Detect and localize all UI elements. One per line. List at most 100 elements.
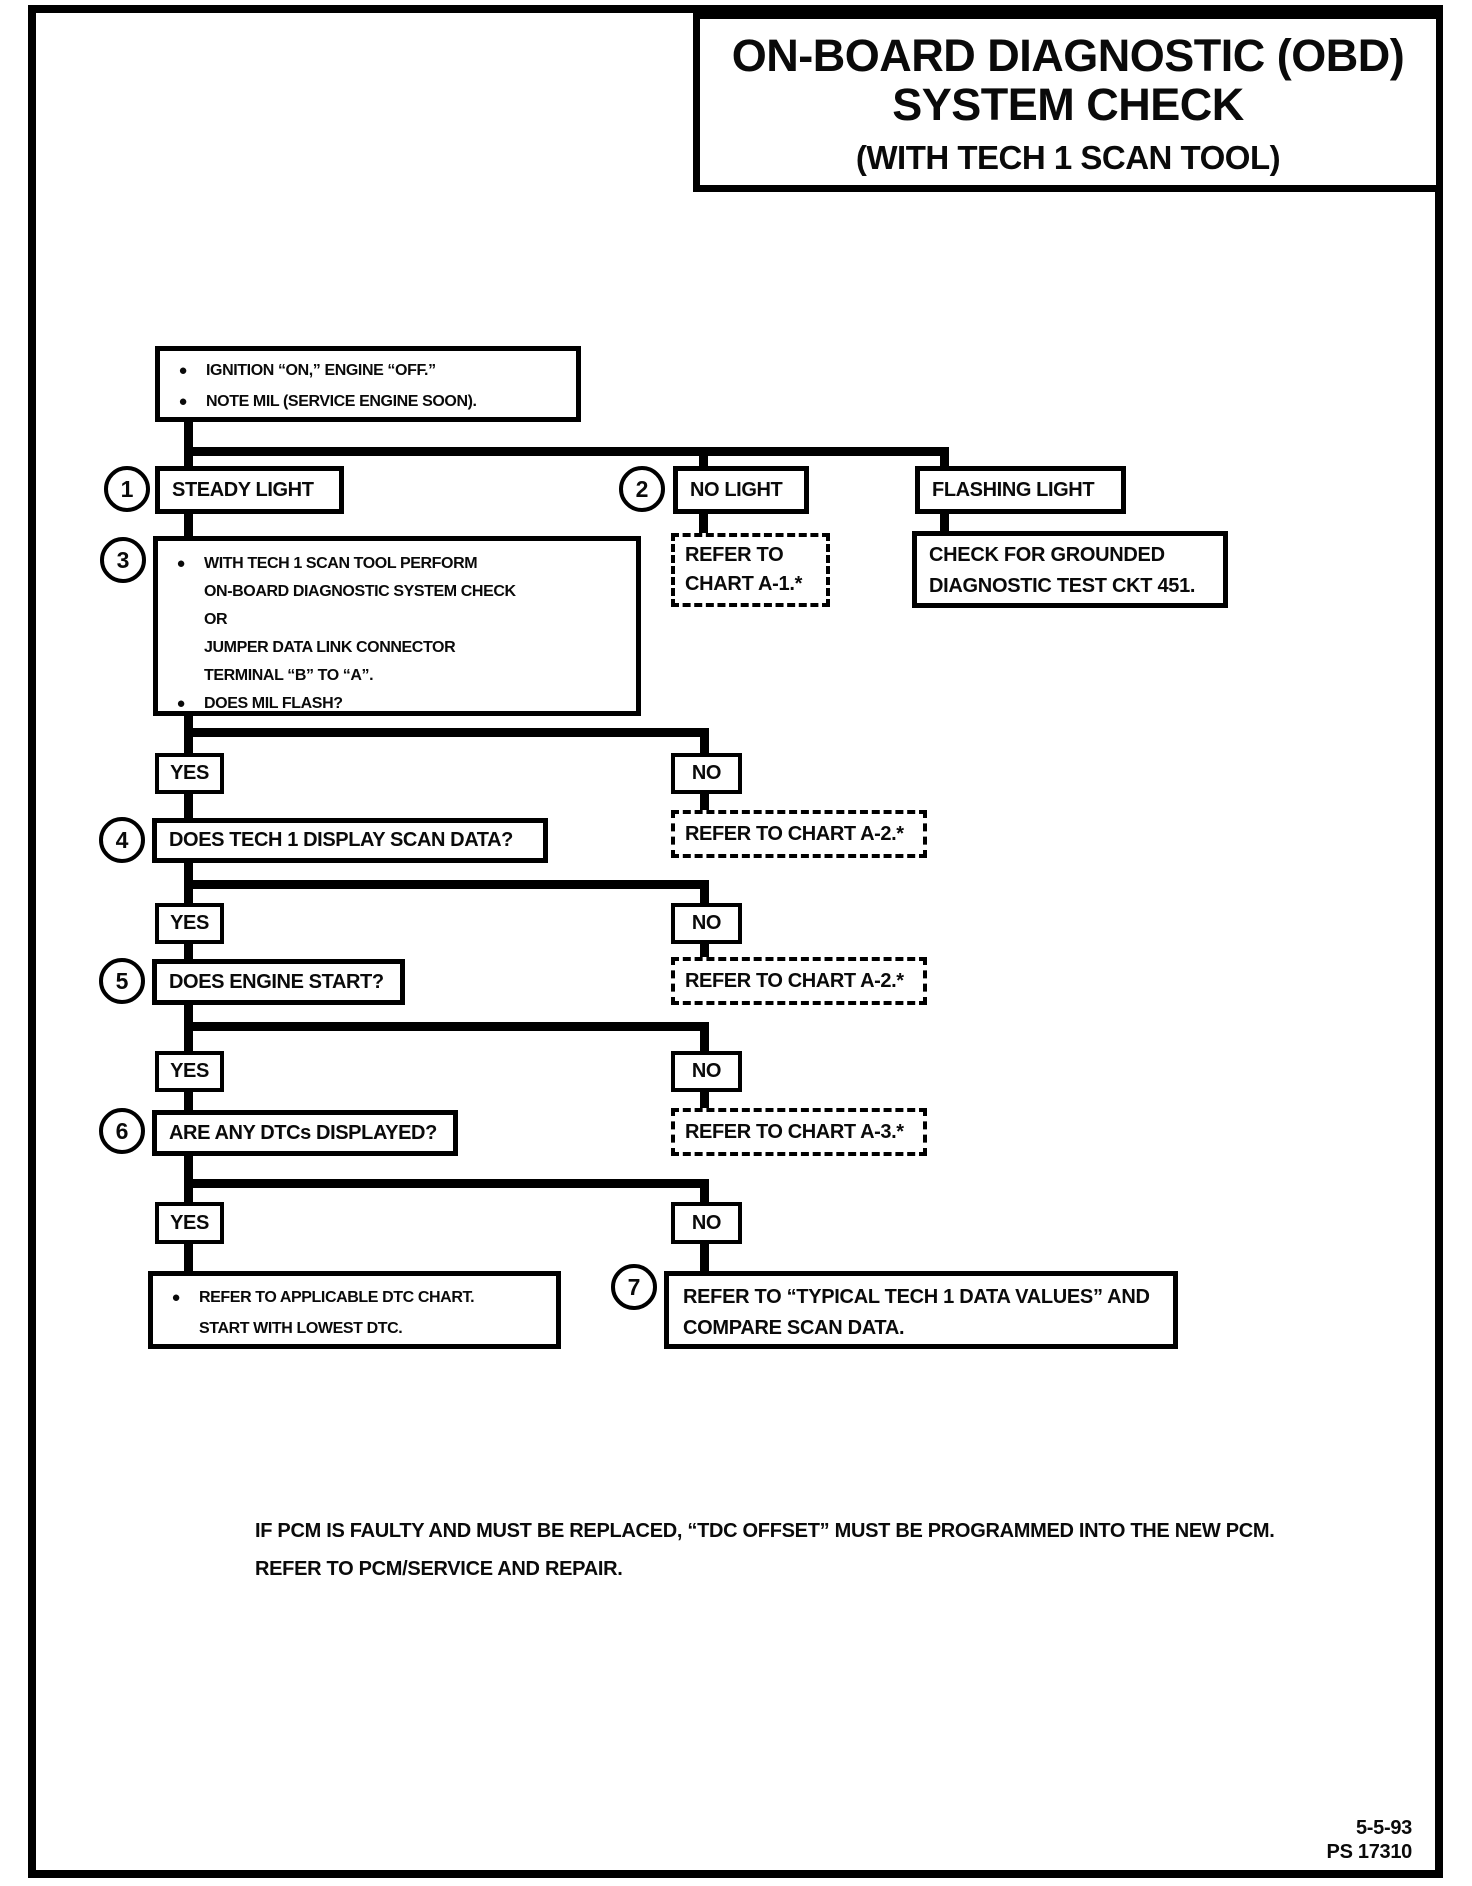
yes-label: YES — [170, 1060, 209, 1082]
page-border — [28, 5, 1443, 1878]
yes-label: YES — [170, 762, 209, 784]
step3-line-5: TERMINAL “B” TO “A”. — [204, 667, 374, 684]
connector-line — [940, 514, 949, 532]
step-number-6: 6 — [99, 1108, 145, 1154]
step-number-2-text: 2 — [635, 475, 649, 502]
step-number-3-text: 3 — [116, 546, 130, 573]
step4-label: DOES TECH 1 DISPLAY SCAN DATA? — [169, 829, 513, 851]
refer-chart-a2-box-2: REFER TO CHART A-2.* — [671, 957, 927, 1005]
yes-label: YES — [170, 1211, 209, 1234]
step3-bullet2-text: DOES MIL FLASH? — [204, 695, 343, 712]
connector-line — [184, 728, 709, 737]
step-number-6-text: 6 — [115, 1117, 129, 1144]
title-line-1: ON-BOARD DIAGNOSTIC (OBD) — [731, 30, 1405, 81]
connector-line — [700, 889, 709, 903]
corner-id: 5-5-93 PS 17310 — [1272, 1816, 1413, 1864]
start-bullet-row-2: ● NOTE MIL (SERVICE ENGINE SOON). — [160, 386, 576, 417]
connector-line — [184, 514, 193, 538]
no-box-3: NO — [671, 1051, 742, 1092]
refer-chart-a1-box: REFER TO CHART A-1.* — [671, 533, 830, 607]
bullet-icon: ● — [171, 1289, 181, 1306]
start-box: ● IGNITION “ON,” ENGINE “OFF.” ● NOTE MI… — [155, 346, 581, 422]
bullet-icon: ● — [178, 393, 188, 410]
refer-chart-a2-box-1: REFER TO CHART A-2.* — [671, 810, 927, 858]
dtc-chart-box: ● REFER TO APPLICABLE DTC CHART. START W… — [148, 1271, 561, 1349]
no-label: NO — [691, 1211, 722, 1234]
refer-chart-a2-label-1: REFER TO CHART A-2.* — [685, 822, 904, 845]
refer-chart-a3-label: REFER TO CHART A-3.* — [685, 1120, 904, 1143]
no-label: NO — [691, 912, 722, 934]
connector-line — [184, 880, 709, 889]
step3-line-2: ON-BOARD DIAGNOSTIC SYSTEM CHECK — [204, 583, 516, 600]
step-number-4-text: 4 — [115, 826, 129, 853]
steady-light-box: STEADY LIGHT — [155, 466, 344, 514]
step-number-3: 3 — [100, 537, 146, 583]
dtc-chart-text: REFER TO APPLICABLE DTC CHART. START WIT… — [199, 1282, 556, 1344]
footnote: IF PCM IS FAULTY AND MUST BE REPLACED, “… — [255, 1512, 1275, 1588]
refer-chart-a1-line-1: REFER TO — [685, 544, 784, 566]
step6-label: ARE ANY DTCs DISPLAYED? — [169, 1121, 437, 1144]
dtc-chart-line-1: REFER TO APPLICABLE DTC CHART. — [199, 1289, 475, 1306]
ckt451-line-1: CHECK FOR GROUNDED — [929, 544, 1165, 566]
connector-line — [184, 447, 949, 456]
step3-box: ● WITH TECH 1 SCAN TOOL PERFORM ON-BOARD… — [153, 536, 641, 716]
step3-line-1: WITH TECH 1 SCAN TOOL PERFORM — [204, 555, 478, 572]
connector-line — [184, 944, 193, 960]
step-number-1: 1 — [104, 466, 150, 512]
bullet-icon: ● — [176, 695, 186, 712]
connector-line — [700, 737, 709, 753]
title-line-3: (WITH TECH 1 SCAN TOOL) — [855, 139, 1281, 176]
connector-line — [700, 794, 709, 812]
connector-line — [699, 456, 708, 468]
step5-label: DOES ENGINE START? — [169, 970, 384, 993]
flashing-light-box: FLASHING LIGHT — [915, 466, 1126, 514]
bullet-icon: ● — [176, 555, 186, 572]
no-light-box: NO LIGHT — [673, 466, 809, 514]
title-line-2: SYSTEM CHECK — [892, 79, 1244, 130]
connector-line — [184, 1179, 709, 1188]
step3-bullet1-text: WITH TECH 1 SCAN TOOL PERFORM ON-BOARD D… — [204, 550, 636, 690]
step-number-7: 7 — [611, 1264, 657, 1310]
step7-box: REFER TO “TYPICAL TECH 1 DATA VALUES” AN… — [664, 1271, 1178, 1349]
corner-date: 5-5-93 — [1355, 1817, 1412, 1839]
step7-line-2: COMPARE SCAN DATA. — [683, 1317, 905, 1339]
flashing-light-label: FLASHING LIGHT — [932, 478, 1095, 501]
connector-line — [184, 1244, 193, 1271]
bullet-icon: ● — [178, 362, 188, 379]
connector-line — [184, 1022, 709, 1031]
no-box-4: NO — [671, 1202, 742, 1244]
step3-bullet-row-2: ● DOES MIL FLASH? — [158, 690, 636, 718]
step-number-7-text: 7 — [627, 1273, 641, 1300]
no-box-1: NO — [671, 753, 742, 794]
no-label: NO — [691, 1060, 722, 1082]
connector-line — [700, 944, 709, 958]
connector-line — [184, 794, 193, 818]
start-bullet-text-1: IGNITION “ON,” ENGINE “OFF.” — [206, 362, 436, 379]
step3-line-4: JUMPER DATA LINK CONNECTOR — [204, 639, 456, 656]
dtc-chart-line-2: START WITH LOWEST DTC. — [199, 1320, 403, 1337]
connector-line — [184, 1092, 193, 1110]
title-box: ON-BOARD DIAGNOSTIC (OBD) SYSTEM CHECK (… — [693, 12, 1443, 192]
step-number-5: 5 — [99, 958, 145, 1004]
refer-chart-a3-box: REFER TO CHART A-3.* — [671, 1108, 927, 1156]
refer-chart-a1-line-2: CHART A-1.* — [685, 573, 803, 595]
step-number-4: 4 — [99, 817, 145, 863]
steady-light-label: STEADY LIGHT — [172, 478, 314, 501]
dtc-chart-bullet-row: ● REFER TO APPLICABLE DTC CHART. START W… — [153, 1282, 556, 1344]
connector-line — [184, 456, 193, 468]
step-number-1-text: 1 — [120, 475, 134, 502]
no-box-2: NO — [671, 903, 742, 944]
step-number-5-text: 5 — [115, 967, 129, 994]
step3-bullet-row-1: ● WITH TECH 1 SCAN TOOL PERFORM ON-BOARD… — [158, 550, 636, 690]
step6-box: ARE ANY DTCs DISPLAYED? — [152, 1110, 458, 1156]
step5-box: DOES ENGINE START? — [152, 959, 405, 1005]
connector-line — [700, 1244, 709, 1271]
yes-box-4: YES — [155, 1202, 224, 1244]
yes-box-2: YES — [155, 903, 224, 944]
yes-box-3: YES — [155, 1051, 224, 1092]
start-bullet-text-2: NOTE MIL (SERVICE ENGINE SOON). — [206, 393, 477, 410]
yes-label: YES — [170, 912, 209, 934]
no-light-label: NO LIGHT — [690, 478, 783, 501]
connector-line — [699, 514, 708, 534]
